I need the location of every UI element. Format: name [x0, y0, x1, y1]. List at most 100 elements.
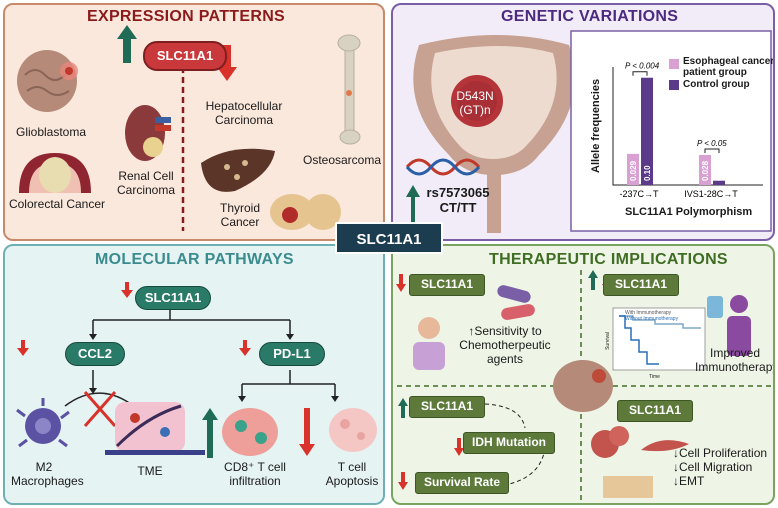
m2-line2: Macrophages: [11, 474, 84, 488]
bar-1-0: [699, 154, 711, 185]
ther-gene-box-2: SLC11A1: [603, 274, 679, 296]
bar-value-label: 0.004: [715, 160, 724, 181]
apop-line1: T cell: [337, 460, 367, 474]
bar-0-0: [627, 153, 639, 185]
legend-swatch-patient: [669, 59, 679, 69]
survival-curve-icon: [612, 307, 706, 371]
m2-label: M2 Macrophages: [11, 460, 84, 488]
sens-line3: agents: [486, 352, 524, 366]
legend-patient: Esophageal cancer patient group: [683, 56, 775, 78]
ther-gene-box-3: SLC11A1: [409, 396, 485, 418]
brain-icon: [17, 50, 78, 112]
organ-icon: [413, 35, 575, 233]
emt-label: ↓EMT: [673, 474, 705, 488]
colorectal-label: Colorectal Cancer: [8, 197, 106, 211]
ther-gene-box-4: SLC11A1: [617, 400, 693, 422]
iv-patient-icon: [707, 295, 751, 356]
up-arrow-icon: [202, 408, 218, 458]
brain-icon: [553, 360, 613, 412]
improved-line1: Improved: [709, 346, 761, 360]
p-bracket: [704, 148, 720, 153]
snp-label: rs7573065 CT/TT: [425, 185, 491, 215]
inhibit-x-icon: [83, 391, 117, 427]
legend-control: Control group: [683, 79, 750, 90]
colorectal-icon: [19, 153, 91, 193]
macrophage-icon: [16, 398, 70, 448]
bar-0-1: [641, 77, 653, 185]
sens-line1: ↑Sensitivity to: [468, 324, 542, 338]
bar-1-1: [713, 180, 725, 185]
sens-line2: Chemotherpeutic: [459, 338, 551, 352]
molecular-pathways-panel: MOLECULAR PATHWAYS: [3, 244, 385, 505]
thyroid-icon: [270, 194, 341, 230]
survival-rate-box: Survival Rate: [415, 472, 509, 494]
without-immuno-label: Without Immunotherapy: [625, 316, 679, 322]
osteosarcoma-label: Osteosarcoma: [302, 153, 382, 167]
molecular-gene-pill: SLC11A1: [135, 286, 211, 310]
liver-icon: [201, 148, 275, 192]
bar-value-label: 0.10: [643, 165, 652, 181]
ther-gene-box-1: SLC11A1: [409, 274, 485, 296]
tcell-cluster-icon: [222, 408, 278, 456]
kidney-icon: [125, 105, 171, 161]
cd8-label: CD8⁺ T cell infiltration: [215, 460, 295, 488]
tme-label: TME: [137, 464, 163, 478]
expression-title: EXPRESSION PATTERNS: [87, 8, 286, 25]
chart-ylabel: Allele frequencies: [590, 78, 602, 173]
renal-line2: Carcinoma: [117, 183, 176, 197]
thyroid-line1: Thyroid: [219, 201, 260, 215]
hcc-line1: Hepatocellular: [205, 99, 283, 113]
pathway-diagram: [16, 282, 377, 458]
migration-label: ↓Cell Migration: [673, 460, 753, 474]
mutation-line1: D543N: [456, 89, 494, 103]
therapeutic-panel: THERAPEUTIC IMPLICATIONS: [391, 244, 775, 505]
down-arrow-icon: [217, 45, 237, 81]
m2-line1: M2: [35, 460, 53, 474]
cell-cluster-icon: [591, 426, 689, 498]
with-immuno-label: With Immunotherapy: [625, 310, 672, 316]
sensitivity-label: ↑Sensitivity to Chemotherpeutic agents: [455, 324, 555, 366]
up-arrow-icon: [406, 185, 420, 227]
idh-box: IDH Mutation: [463, 432, 555, 454]
apop-line2: Apoptosis: [325, 474, 379, 488]
snp-line1: rs7573065: [426, 185, 490, 200]
mutation-label: D543N (GT)n: [431, 89, 519, 117]
snp-line2: CT/TT: [439, 200, 477, 215]
apoptosis-label: T cell Apoptosis: [319, 460, 383, 488]
cd8-line1: CD8⁺ T cell: [224, 460, 286, 474]
thyroid-line2: Cancer: [220, 215, 260, 229]
legend-1a: Esophageal cancer: [683, 56, 775, 67]
expression-gene-pill: SLC11A1: [143, 41, 227, 71]
renal-label: Renal Cell Carcinoma: [117, 169, 175, 197]
legend-swatch-control: [669, 80, 679, 90]
p-bracket: [632, 71, 648, 76]
x-tick-label: -237C→T: [619, 189, 659, 199]
therapeutic-title: THERAPEUTIC IMPLICATIONS: [489, 251, 728, 268]
center-gene-label: SLC11A1: [335, 222, 443, 254]
molecular-title: MOLECULAR PATHWAYS: [95, 251, 294, 268]
capsule-icon: [497, 285, 535, 320]
dna-icon: [405, 158, 481, 176]
bar-value-label: 0.029: [629, 160, 638, 181]
survival-axis-label: Survival: [604, 332, 611, 350]
hcc-line2: Carcinoma: [214, 113, 274, 127]
hcc-label: Hepatocellular Carcinoma: [199, 99, 289, 127]
glioblastoma-label: Glioblastoma: [15, 125, 87, 139]
expression-patterns-panel: EXPRESSION PATTERNS: [3, 3, 385, 241]
cd8-line2: infiltration: [229, 474, 281, 488]
time-axis-label: Time: [649, 374, 660, 380]
genetic-title: GENETIC VARIATIONS: [501, 8, 679, 25]
x-tick-label: IVS1-28C→T: [684, 189, 738, 199]
tme-icon: [105, 402, 205, 455]
bone-icon: [337, 34, 361, 145]
p-value-label: P < 0.05: [697, 139, 727, 148]
pdl1-pill: PD-L1: [259, 342, 325, 366]
apoptosis-icon: [329, 408, 377, 452]
improved-label: Improved Immunotherapy: [695, 346, 775, 374]
improved-line2: Immunotherapy: [695, 360, 775, 374]
legend-1b: patient group: [683, 67, 747, 78]
up-arrow-icon: [117, 25, 137, 63]
